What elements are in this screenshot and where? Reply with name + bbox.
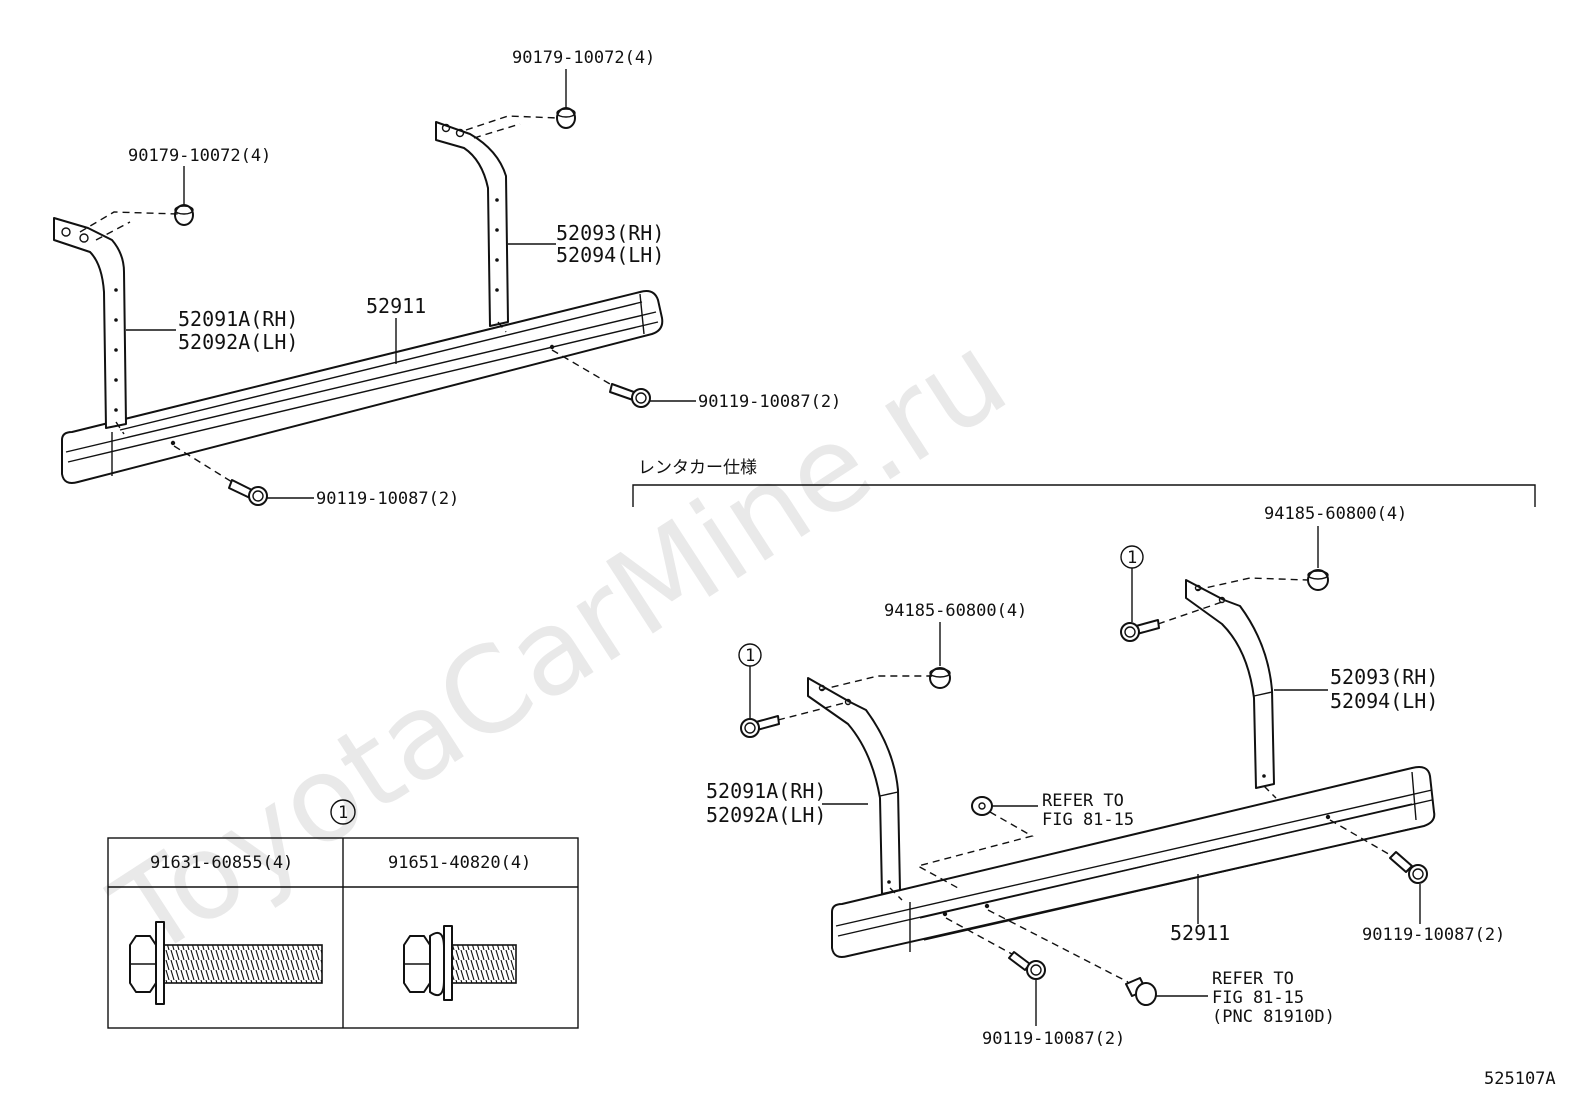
clip-refer-rental <box>971 796 993 816</box>
label-bracket-right-lh-top: 52094(LH) <box>556 243 664 267</box>
bolt-bottom-rental <box>1008 951 1046 980</box>
nut-left-rental <box>929 667 951 689</box>
label-bracket-left-rh-rental: 52091A(RH) <box>706 779 826 803</box>
bolt-callout-left-rental <box>740 715 780 738</box>
nut-right-rental <box>1307 569 1329 591</box>
bracket-right-top <box>435 121 509 327</box>
label-bracket-left-lh-top: 52092A(LH) <box>178 330 298 354</box>
step-board-top <box>61 290 664 484</box>
label-bolt-bottom-rental: 90119-10087(2) <box>982 1029 1125 1049</box>
label-bracket-right-rh-top: 52093(RH) <box>556 221 664 245</box>
nut-right-top <box>556 107 576 129</box>
inset-callout-circle: 1 <box>330 799 356 825</box>
bolt-right-rental <box>1389 851 1428 884</box>
label-bolt-bottom-top: 90119-10087(2) <box>316 489 459 509</box>
label-refer-2-line2: FIG 81-15 <box>1212 988 1304 1008</box>
label-step-rental: 52911 <box>1170 921 1230 945</box>
label-nut-right-rental: 94185-60800(4) <box>1264 504 1407 524</box>
table-header-col2: 91651-40820(4) <box>388 853 531 873</box>
washer-bolt-illustration <box>403 925 517 1001</box>
bolt-bottom-top <box>228 479 268 506</box>
section-title-rental: レンタカー仕様 <box>638 458 757 478</box>
label-bracket-right-rh-rental: 52093(RH) <box>1330 665 1438 689</box>
svg-text:1: 1 <box>1127 548 1137 568</box>
nut-left-top <box>174 204 194 226</box>
diagram-code: 525107A <box>1484 1069 1556 1089</box>
label-step-top: 52911 <box>366 294 426 318</box>
callout-circle-left: 1 <box>738 643 762 667</box>
label-bracket-left-lh-rental: 52092A(LH) <box>706 803 826 827</box>
label-bolt-right-top: 90119-10087(2) <box>698 392 841 412</box>
bolt-right-top <box>609 383 651 408</box>
svg-text:1: 1 <box>338 803 348 823</box>
callout-circle-right: 1 <box>1120 545 1144 569</box>
step-board-rental <box>831 766 1436 958</box>
label-bracket-right-lh-rental: 52094(LH) <box>1330 689 1438 713</box>
label-nut-left-rental: 94185-60800(4) <box>884 601 1027 621</box>
label-bracket-left-rh-top: 52091A(RH) <box>178 307 298 331</box>
label-refer-1-line2: FIG 81-15 <box>1042 810 1134 830</box>
label-nut-left-top: 90179-10072(4) <box>128 146 271 166</box>
flange-bolt-illustration <box>129 921 323 1005</box>
label-refer-1-line1: REFER TO <box>1042 791 1124 811</box>
label-refer-2-line3: (PNC 81910D) <box>1212 1007 1335 1027</box>
section-bracket-line <box>632 484 1536 507</box>
label-nut-right-top: 90179-10072(4) <box>512 48 655 68</box>
bracket-right-rental <box>1185 579 1275 789</box>
label-bolt-right-rental: 90119-10087(2) <box>1362 925 1505 945</box>
inset-table: 1 91631-60855(4) 91651-40820(4) <box>107 799 579 1029</box>
top-view-assembly: 90179-10072(4) 90179-10072(4) 52091A(RH)… <box>53 48 841 509</box>
svg-text:1: 1 <box>745 646 755 666</box>
bolt-callout-right-rental <box>1120 619 1160 642</box>
table-header-col1: 91631-60855(4) <box>150 853 293 873</box>
grommet-refer-rental <box>1125 977 1157 1006</box>
label-refer-2-line1: REFER TO <box>1212 969 1294 989</box>
rental-section: レンタカー仕様 <box>632 458 1536 1049</box>
bracket-left-top <box>53 217 127 429</box>
bracket-left-rental <box>807 677 901 895</box>
